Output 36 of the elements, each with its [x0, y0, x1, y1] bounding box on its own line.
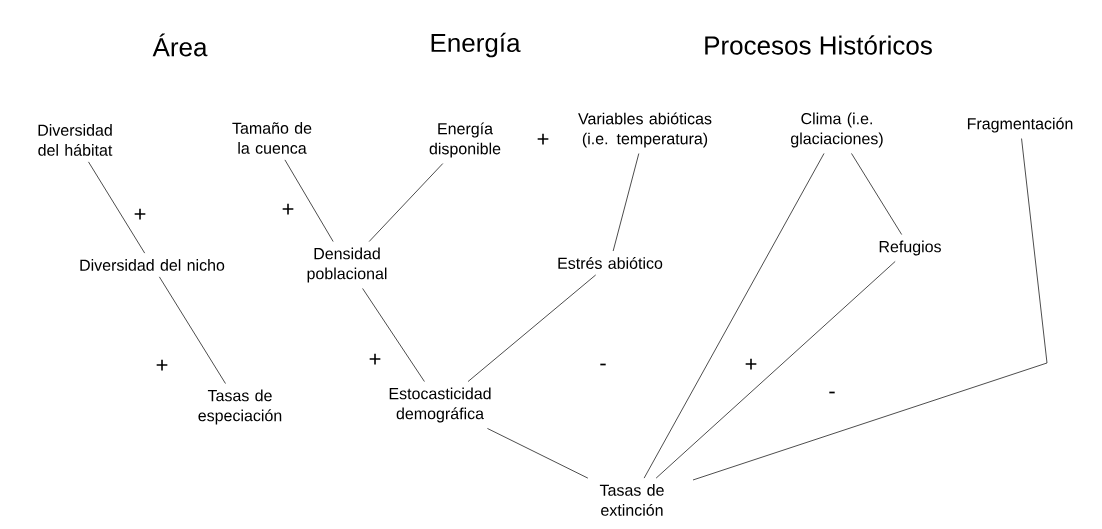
- connector-line: [368, 163, 444, 242]
- node-text: Clima (i.e. glaciaciones): [791, 112, 883, 148]
- sign-label: -: [600, 363, 606, 366]
- connector-line: [851, 153, 903, 235]
- column-heading: Energía: [431, 32, 521, 58]
- connector-line: [467, 274, 597, 382]
- connector-line: [612, 153, 640, 252]
- connector-line: [88, 161, 146, 254]
- node-text: Tasas de especiación: [198, 389, 282, 425]
- sign-label: +: [745, 358, 757, 370]
- connector-line: [643, 153, 825, 479]
- node-text: Fragmentación: [967, 117, 1073, 133]
- connector-line: [362, 288, 425, 382]
- connector-line: [655, 261, 896, 479]
- node-text: Refugios: [879, 240, 941, 256]
- sign-label: -: [829, 391, 835, 394]
- connector-line: [692, 138, 1048, 481]
- connector-line: [487, 428, 589, 479]
- connector-line: [159, 276, 226, 384]
- column-heading: Procesos Históricos: [705, 35, 932, 55]
- sign-label: +: [537, 133, 549, 145]
- sign-label: +: [369, 353, 381, 365]
- node-text: Estrés abiótico: [558, 257, 663, 269]
- node-text: Tasas de extinción: [599, 484, 664, 516]
- node-text: Variables abióticas (i.e. temperatura): [578, 112, 712, 148]
- node-text: Tamaño de la cuenca: [232, 122, 312, 154]
- node-text: Energía disponible: [429, 122, 501, 158]
- node-text: Estocasticidad demográfica: [389, 387, 491, 423]
- sign-label: +: [156, 359, 168, 371]
- column-heading: Área: [152, 33, 208, 57]
- connector-line: [284, 159, 334, 242]
- sign-label: +: [134, 208, 146, 220]
- node-text: Densidad poblacional: [307, 247, 387, 283]
- sign-label: +: [282, 203, 294, 215]
- node-text: Diversidad del hábitat: [38, 124, 113, 156]
- node-text: Diversidad del nicho: [80, 259, 225, 271]
